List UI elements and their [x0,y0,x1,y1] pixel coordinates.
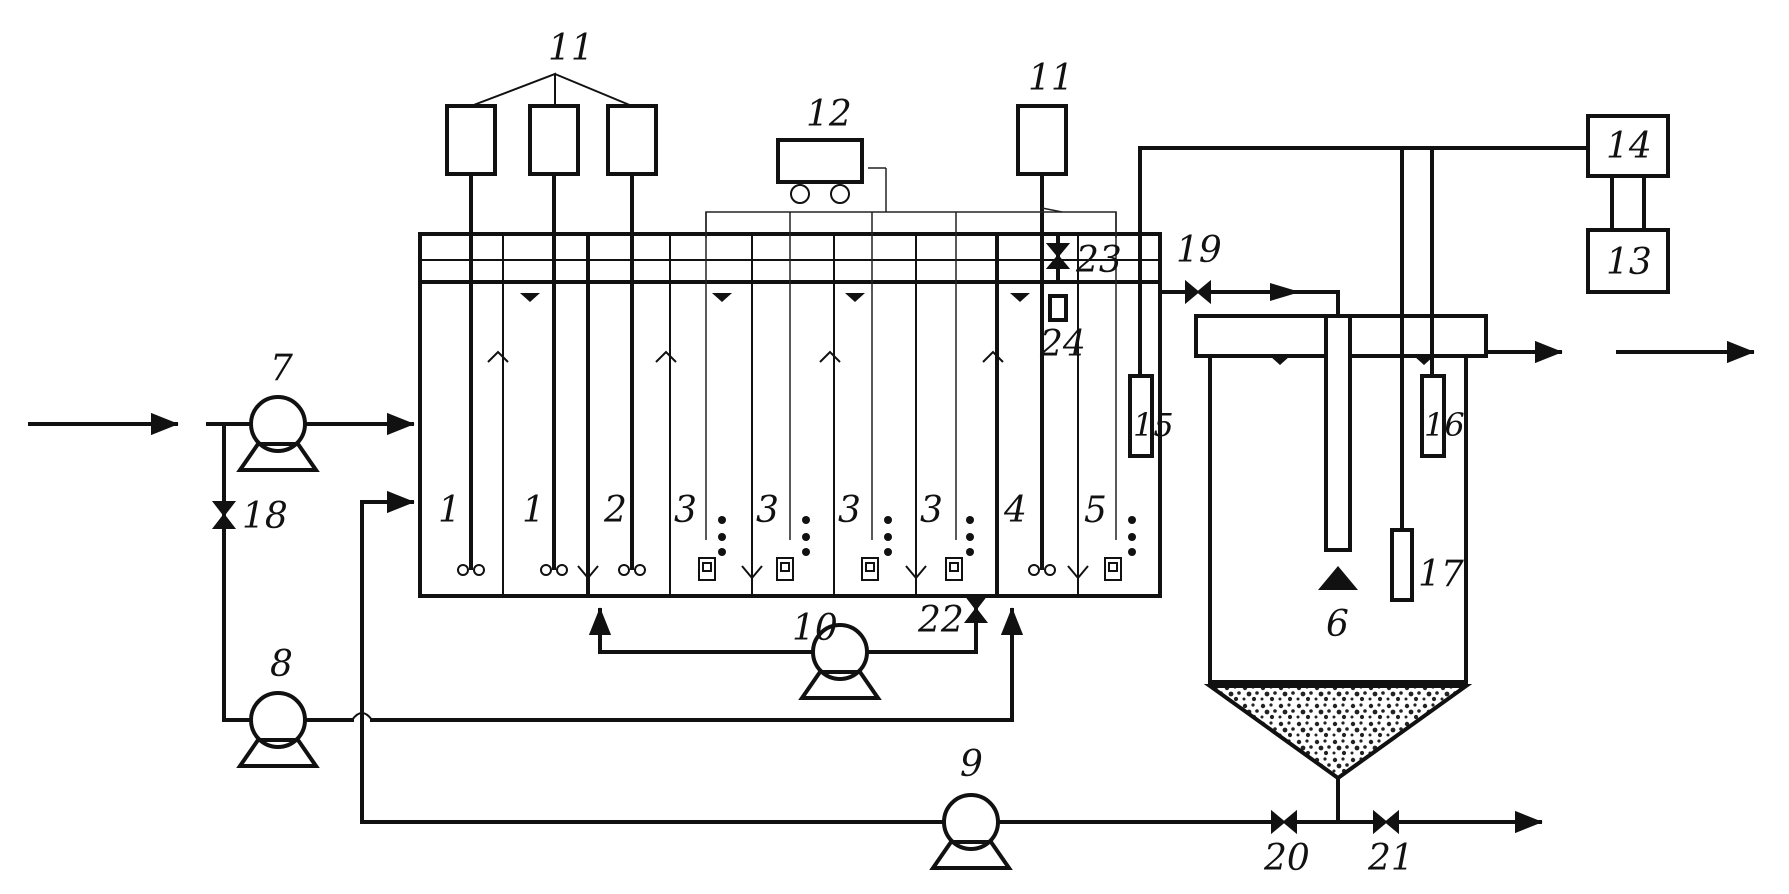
label-center-pipe-6: 6 [1326,604,1349,645]
sensor-wires [705,167,1117,540]
dosing-tank-single [1016,104,1068,176]
water-level-marks [520,293,1434,365]
carrier-modules [698,557,1122,581]
label-pump-8: 8 [270,644,293,685]
label-cart: 12 [806,94,852,135]
pump-7 [236,395,320,472]
label-valve-20: 20 [1263,838,1310,879]
piping [28,232,1755,834]
pump-10 [798,623,882,700]
label-zone-3b: 3 [756,490,779,531]
stirrer-icon [1028,564,1056,576]
cart-12 [776,138,864,204]
valve-23-icon [1045,243,1071,269]
label-zone-2: 2 [603,490,627,531]
valve-18-icon [211,501,237,529]
carrier-module-icon [776,557,794,581]
label-sensor-24: 24 [1039,324,1086,365]
carrier-module-icon [698,557,716,581]
label-zone-1b: 1 [522,490,545,531]
sensor-16 [1420,374,1446,458]
label-sensor-15: 15 [1133,406,1174,444]
label-controller-14: 14 [1606,126,1652,167]
carrier-module-icon [945,557,963,581]
clarifier [1194,314,1488,824]
label-valve-19: 19 [1176,230,1222,271]
dosing-tank [445,104,497,176]
valve-21-icon [1373,809,1399,835]
center-pipe-6 [1324,314,1352,552]
valve-22-icon [963,595,989,623]
label-zone-4: 4 [1003,490,1027,531]
label-pump-7: 7 [270,348,293,389]
baffle-marks [487,350,1004,363]
label-valve-23: 23 [1075,240,1122,281]
label-pump-9: 9 [960,744,983,785]
carrier-module-icon [861,557,879,581]
labels: 11 11 12 14 13 7 8 9 10 18 19 20 21 22 2… [242,28,1652,879]
stirrer-icon [457,564,485,576]
stirrers [457,564,1056,576]
dosing-tank [528,104,580,176]
controller-group [1138,114,1670,420]
deflector-cone [1318,566,1358,590]
aeration-bubbles [718,516,1136,556]
label-valve-22: 22 [917,600,964,641]
stirrer-icon [618,564,646,576]
label-pump-10: 10 [792,608,838,649]
carrier-module-icon [1104,557,1122,581]
label-zone-3c: 3 [838,490,861,531]
label-dosing-tank-single: 11 [1028,58,1074,99]
pump-8 [236,691,320,768]
pump-9 [929,793,1013,870]
sensor-17 [1390,528,1414,602]
sensor-24 [1048,294,1068,322]
dosing-tank [606,104,658,176]
dosing-tanks [445,72,1068,570]
stirrer-icon [540,564,568,576]
label-controller-13: 13 [1606,242,1652,283]
label-zone-1a: 1 [438,490,461,531]
label-dosing-tanks: 11 [548,28,594,69]
diffusers [577,565,1089,590]
label-zone-5: 5 [1084,490,1107,531]
label-zone-3a: 3 [674,490,697,531]
label-sensor-16: 16 [1424,406,1465,444]
controller-13 [1586,228,1670,294]
label-zone-3d: 3 [920,490,943,531]
controller-14 [1586,114,1670,178]
label-sensor-17: 17 [1418,554,1464,595]
valve-20-icon [1271,809,1297,835]
label-valve-18: 18 [242,496,288,537]
sensor-15 [1128,374,1154,458]
valve-19-icon [1185,279,1211,305]
label-valve-21: 21 [1367,838,1414,879]
